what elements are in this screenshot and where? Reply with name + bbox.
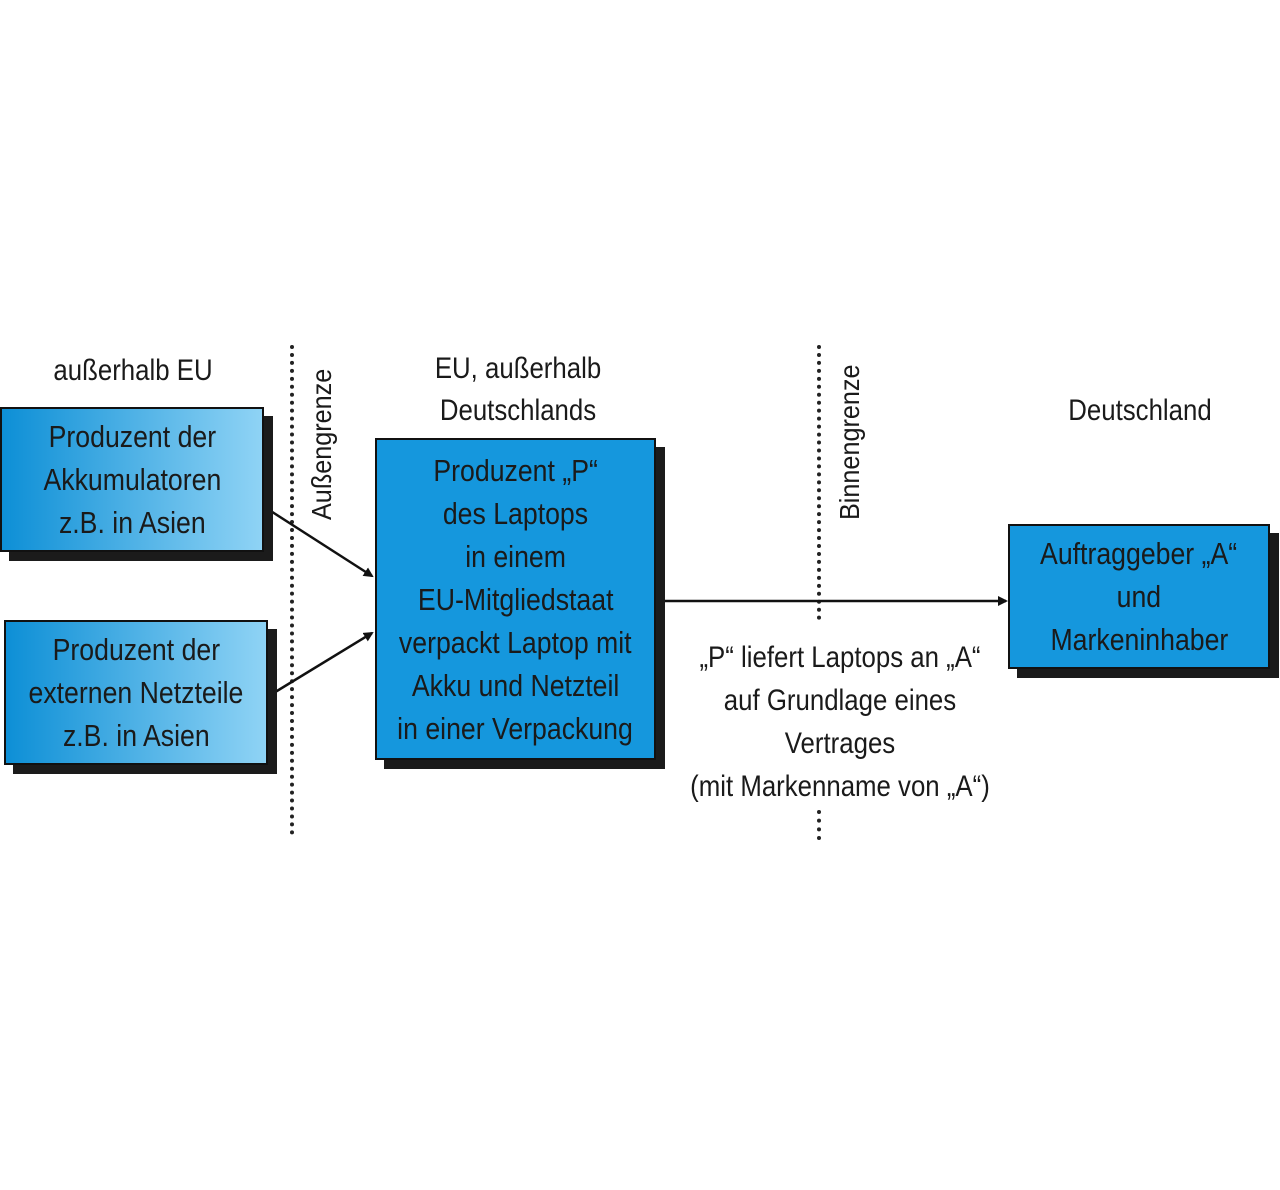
box-text-line: Markeninhaber: [1050, 622, 1228, 657]
inner-border-line-bottom: [817, 810, 821, 840]
caption-line: Vertrages: [784, 727, 896, 760]
box-text-line: EU-Mitgliedstaat: [417, 581, 614, 617]
region-label-line-1: EU, außerhalb: [434, 352, 602, 385]
caption-line: (mit Markenname von „A“): [690, 770, 990, 803]
box-text-line: in einem: [465, 538, 566, 574]
box-psu-producer: Produzent der externen Netzteile z.B. in…: [4, 620, 268, 765]
box-text-line: externen Netzteile: [28, 675, 244, 710]
region-label-germany: Deutschland: [1068, 394, 1212, 427]
inner-border-line-top: [817, 345, 821, 620]
box-text-line: und: [1116, 579, 1162, 614]
region-label-outside-eu: außerhalb EU: [53, 354, 213, 387]
box-text-line: in einer Verpackung: [397, 710, 634, 746]
arrow-battery-to-laptop-producer: [265, 506, 374, 578]
box-text-line: z.B. in Asien: [58, 505, 206, 540]
box-text-line: Produzent „P“: [433, 452, 598, 488]
caption-line: auf Grundlage eines: [723, 684, 957, 717]
box-text-line: z.B. in Asien: [62, 718, 210, 753]
box-text-line: Produzent der: [52, 632, 220, 667]
region-label-eu-outside-germany: EU, außerhalb Deutschlands: [398, 348, 639, 432]
box-text-line: Auftraggeber „A“: [1040, 536, 1238, 571]
box-text-line: Produzent der: [48, 419, 216, 454]
outer-border-line: [290, 345, 294, 835]
arrow-psu-to-laptop-producer: [271, 631, 374, 696]
region-label-line-2: Deutschlands: [439, 394, 597, 427]
box-text-line: verpackt Laptop mit: [399, 624, 632, 660]
box-battery-producer: Produzent der Akkumulatoren z.B. in Asie…: [0, 407, 264, 552]
caption-line: „P“ liefert Laptops an „A“: [699, 641, 981, 674]
box-text-line: Akku und Netzteil: [411, 667, 620, 703]
box-laptop-producer: Produzent „P“ des Laptops in einem EU-Mi…: [375, 438, 656, 760]
box-text-line: Akkumulatoren: [43, 462, 221, 497]
box-text-line: des Laptops: [442, 495, 589, 531]
delivery-caption: „P“ liefert Laptops an „A“ auf Grundlage…: [685, 636, 995, 808]
box-client: Auftraggeber „A“ und Markeninhaber: [1008, 524, 1270, 669]
